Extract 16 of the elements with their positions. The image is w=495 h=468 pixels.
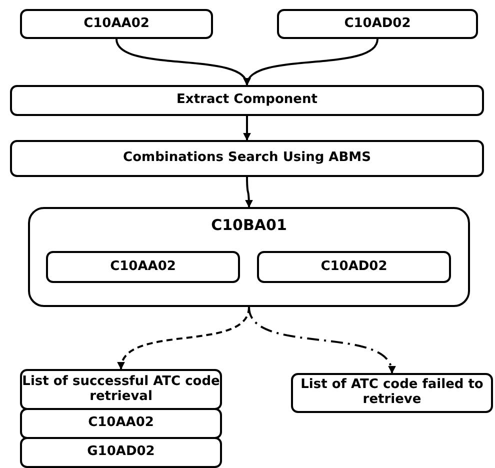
process-box: List of ATC code failed to retrieve	[291, 373, 493, 413]
process-box: List of successful ATC code retrieval	[20, 369, 222, 410]
process-box: C10AD02	[277, 9, 478, 39]
arrow	[243, 116, 251, 141]
process-box: Combinations Search Using ABMS	[10, 140, 484, 177]
process-box: C10AA02	[20, 408, 222, 439]
process-box: C10AA02	[20, 9, 213, 39]
arrow	[244, 177, 253, 208]
group-title: C10BA01	[211, 217, 287, 234]
process-box: C10AD02	[257, 251, 451, 283]
process-box: G10AD02	[20, 437, 222, 468]
arrow	[248, 306, 394, 374]
process-box: C10AA02	[46, 251, 240, 283]
arrow	[246, 38, 378, 86]
group-box	[28, 207, 470, 307]
process-box: Extract Component	[10, 85, 484, 116]
